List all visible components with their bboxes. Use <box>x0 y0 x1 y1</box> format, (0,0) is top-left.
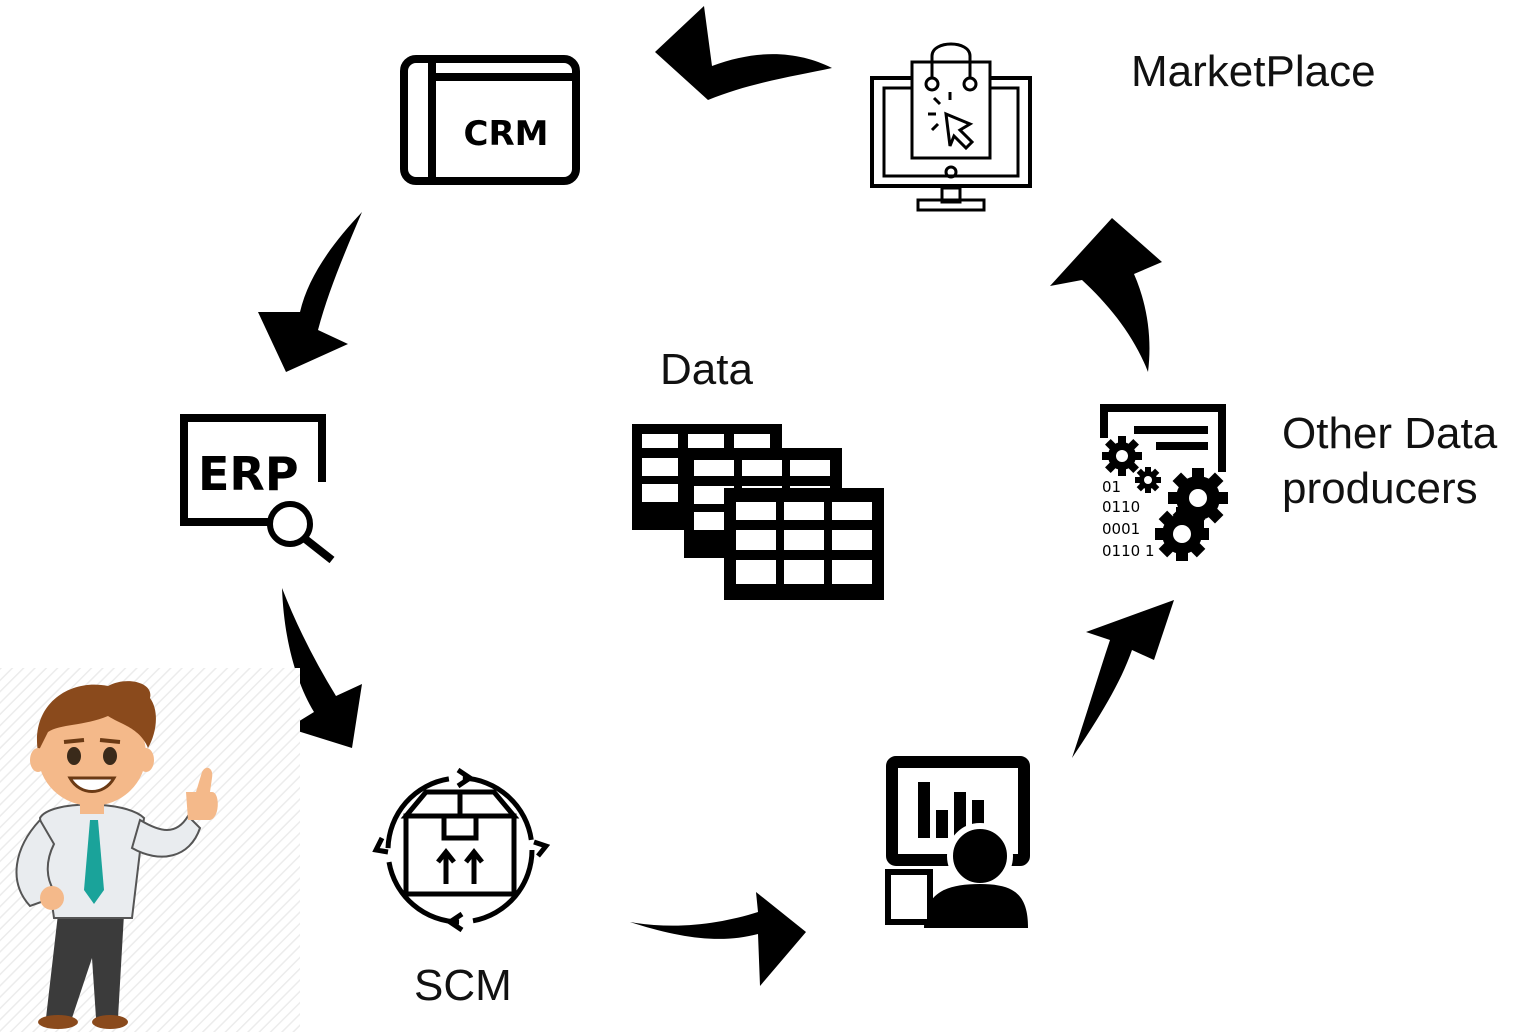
binary-line-2: 0110 <box>1102 498 1140 516</box>
arrow-scm-to-analyst <box>630 892 806 986</box>
data-label: Data <box>660 345 753 394</box>
arrow-erp-to-scm <box>282 588 362 748</box>
erp-text: ERP <box>198 447 299 501</box>
arrow-producers-to-marketplace <box>1050 218 1162 372</box>
erp-icon: ERP <box>178 412 340 564</box>
other-producers-label: Other Data producers <box>1282 406 1497 516</box>
scm-icon <box>370 760 550 940</box>
binary-line-1: 01 <box>1102 478 1121 496</box>
data-tables-icon <box>628 420 888 602</box>
marketplace-icon <box>862 40 1040 218</box>
other-producers-line-2: producers <box>1282 464 1478 513</box>
binary-line-3: 0001 <box>1102 520 1140 538</box>
crm-icon: CRM <box>400 55 580 185</box>
arrow-marketplace-to-crm <box>655 6 832 100</box>
marketplace-label: MarketPlace <box>1131 47 1376 96</box>
binary-line-4: 0110 1 <box>1102 542 1155 560</box>
other-producers-line-1: Other Data <box>1282 409 1498 458</box>
user-avatar <box>0 668 300 1032</box>
scm-label: SCM <box>414 961 512 1010</box>
crm-text: CRM <box>464 114 549 154</box>
arrow-analyst-to-producers <box>1072 600 1174 758</box>
analyst-dashboard-icon <box>884 756 1030 934</box>
data-producers-icon: 01 0110 0001 0110 1 <box>1098 402 1238 564</box>
arrow-crm-to-erp <box>258 212 362 372</box>
